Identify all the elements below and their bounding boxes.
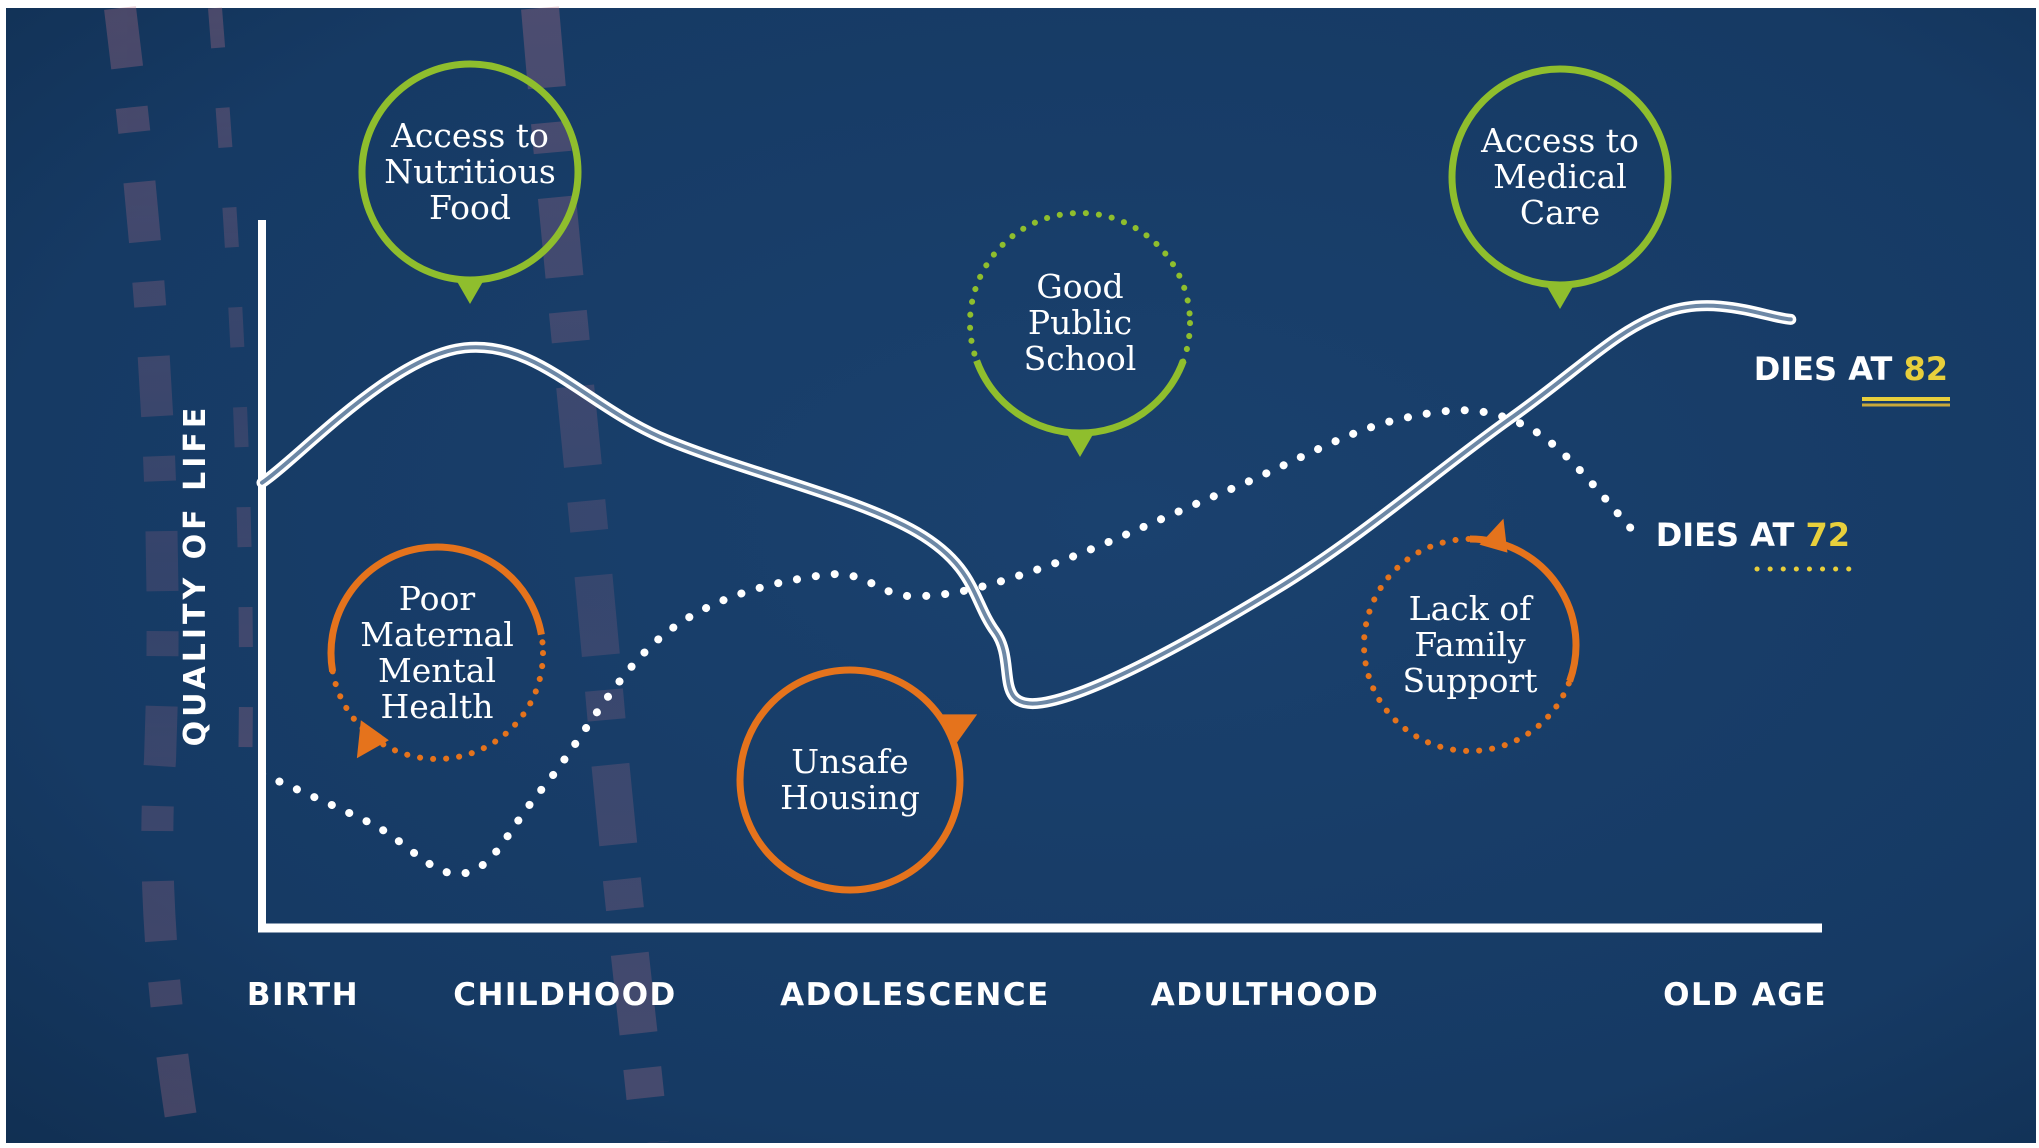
x-tick-label-childhood: CHILDHOOD (453, 977, 677, 1013)
bubble-text-line: Maternal (360, 615, 514, 654)
bubble-text-line: Good (1036, 267, 1123, 306)
bubble-text-line: Public (1028, 303, 1132, 342)
bubble-text-line: Health (380, 687, 493, 726)
end-label-82: DIES AT 82 (1754, 350, 1948, 388)
bubble-text-line: Housing (780, 778, 920, 817)
bubble-text-line: Family (1414, 625, 1526, 664)
bubble-arc (327, 543, 545, 673)
series-layer (256, 300, 1797, 878)
end-label-age: 82 (1903, 350, 1948, 388)
bubble-text-line: Care (1520, 193, 1600, 232)
x-tick-label-adulthood: ADULTHOOD (1151, 977, 1380, 1013)
end-label-72: DIES AT 72 (1656, 516, 1850, 554)
labels: QUALITY OF LIFE BIRTH CHILDHOOD ADOLESCENCE… (178, 350, 1950, 1013)
bubble-text-line: Food (429, 188, 511, 227)
bubble-pointer (1479, 518, 1508, 553)
bubble-circle (736, 666, 964, 894)
bubble-pointer (1065, 431, 1095, 457)
bubble-text-line: Access to (1480, 121, 1639, 160)
bubble-text-line: Access to (390, 116, 549, 155)
axes (258, 220, 1822, 933)
bubble-pointer (1545, 283, 1575, 309)
x-tick-label-birth: BIRTH (247, 977, 359, 1013)
end-label-prefix: DIES AT (1754, 350, 1904, 388)
bubble-pointer (935, 714, 978, 743)
annotation-bubbles: Access toNutritiousFoodGoodPublicSchoolA… (327, 60, 1672, 894)
bubble-pointer (356, 720, 389, 759)
bubble-text-line: Unsafe (791, 742, 908, 781)
end-label-age: 72 (1805, 516, 1850, 554)
bubble-text-line: Mental (378, 651, 496, 690)
bubble-text-line: Medical (1493, 157, 1627, 196)
x-tick-label-adolescence: ADOLESCENCE (780, 977, 1050, 1013)
y-axis-label: QUALITY OF LIFE (178, 404, 213, 747)
bubble-pointer (455, 278, 485, 304)
bubble-text-line: Support (1402, 661, 1537, 700)
bubble-text-line: Lack of (1409, 589, 1534, 628)
background-streaks (104, 6, 669, 1146)
end-label-prefix: DIES AT (1656, 516, 1806, 554)
series-82-line-inner (260, 303, 1793, 706)
bubble-text-line: School (1024, 339, 1137, 378)
bubble-text-line: Poor (399, 579, 476, 618)
bubble-text-line: Nutritious (384, 152, 556, 191)
x-tick-label-old-age: OLD AGE (1663, 977, 1827, 1013)
series-72-dotted-line (258, 406, 1639, 878)
